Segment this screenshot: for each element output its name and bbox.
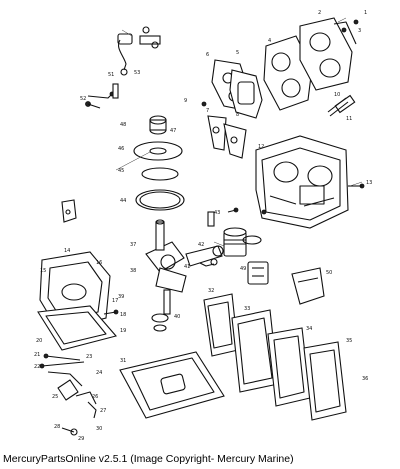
- callout-41: 41: [184, 264, 190, 270]
- callout-1: 1: [364, 10, 367, 16]
- callout-32: 32: [208, 288, 214, 294]
- callout-18: 18: [120, 312, 126, 318]
- cover-plates: [203, 293, 347, 421]
- left-bracket: [61, 199, 77, 223]
- linkage-brackets: [201, 101, 247, 159]
- cylinder-block: [255, 135, 365, 229]
- intake-plate-assembly: [211, 59, 263, 119]
- callout-labels: 1 2 3 4 5 6 7 8 9 10 11 12 13 14 15 16 1…: [34, 10, 372, 442]
- callout-30: 30: [96, 426, 102, 432]
- callout-25: 25: [52, 394, 58, 400]
- callout-47: 47: [170, 128, 176, 134]
- callout-37: 37: [130, 242, 136, 248]
- callout-5: 5: [236, 50, 239, 56]
- callout-13: 13: [366, 180, 372, 186]
- callout-20: 20: [36, 338, 42, 344]
- callout-23: 23: [86, 354, 92, 360]
- callout-48: 48: [120, 122, 126, 128]
- callout-35: 35: [346, 338, 352, 344]
- callout-26: 26: [92, 394, 98, 400]
- callout-44: 44: [120, 198, 126, 204]
- crankcase-cover-stack: [133, 115, 185, 211]
- callout-33: 33: [244, 306, 250, 312]
- piston-assembly: [207, 207, 262, 257]
- connecting-rod: [185, 245, 224, 267]
- callout-2: 2: [318, 10, 321, 16]
- callout-43: 43: [214, 210, 220, 216]
- bracket-assembly: [85, 26, 161, 109]
- lower-housing: [37, 251, 119, 351]
- callout-12: 12: [258, 144, 264, 150]
- callout-24: 24: [96, 370, 102, 376]
- image-caption: MercuryPartsOnline v2.5.1 (Image Copyrig…: [3, 453, 294, 465]
- callout-19: 19: [120, 328, 126, 334]
- callout-11: 11: [346, 116, 352, 122]
- callout-3: 3: [358, 28, 361, 34]
- fitting-assembly: [327, 94, 356, 117]
- reed-block: [247, 261, 269, 285]
- callout-14: 14: [64, 248, 70, 254]
- callout-40: 40: [174, 314, 180, 320]
- callout-17: 17: [112, 298, 118, 304]
- exploded-parts-diagram: 1 2 3 4 5 6 7 8 9 10 11 12 13 14 15 16 1…: [34, 10, 372, 442]
- callout-29: 29: [78, 436, 84, 442]
- callout-42: 42: [198, 242, 204, 248]
- callout-50: 50: [326, 270, 332, 276]
- callout-4: 4: [268, 38, 271, 44]
- callout-36: 36: [362, 376, 368, 382]
- callout-45: 45: [118, 168, 124, 174]
- crankshaft-assembly: [145, 219, 218, 332]
- callout-22: 22: [34, 364, 40, 370]
- callout-16: 16: [96, 260, 102, 266]
- callout-8: 8: [236, 112, 239, 118]
- callout-51: 51: [108, 72, 114, 78]
- callout-7: 7: [206, 108, 209, 114]
- callout-53: 53: [134, 70, 140, 76]
- callout-38: 38: [130, 268, 136, 274]
- callout-10: 10: [334, 92, 340, 98]
- callout-15: 15: [40, 268, 46, 274]
- callout-49: 49: [240, 266, 246, 272]
- callout-21: 21: [34, 352, 40, 358]
- oil-reservoir: [291, 267, 325, 305]
- callout-52: 52: [80, 96, 86, 102]
- callout-28: 28: [54, 424, 60, 430]
- callout-31: 31: [120, 358, 126, 364]
- callout-27: 27: [100, 408, 106, 414]
- callout-9: 9: [184, 98, 187, 104]
- callout-46: 46: [118, 146, 124, 152]
- callout-34: 34: [306, 326, 312, 332]
- leader-lines: [115, 17, 363, 247]
- callout-39: 39: [118, 294, 124, 300]
- linkage-rods: [39, 353, 97, 436]
- cylinder-head-covers: [263, 17, 359, 111]
- base-plate: [119, 351, 225, 419]
- callout-6: 6: [206, 52, 209, 58]
